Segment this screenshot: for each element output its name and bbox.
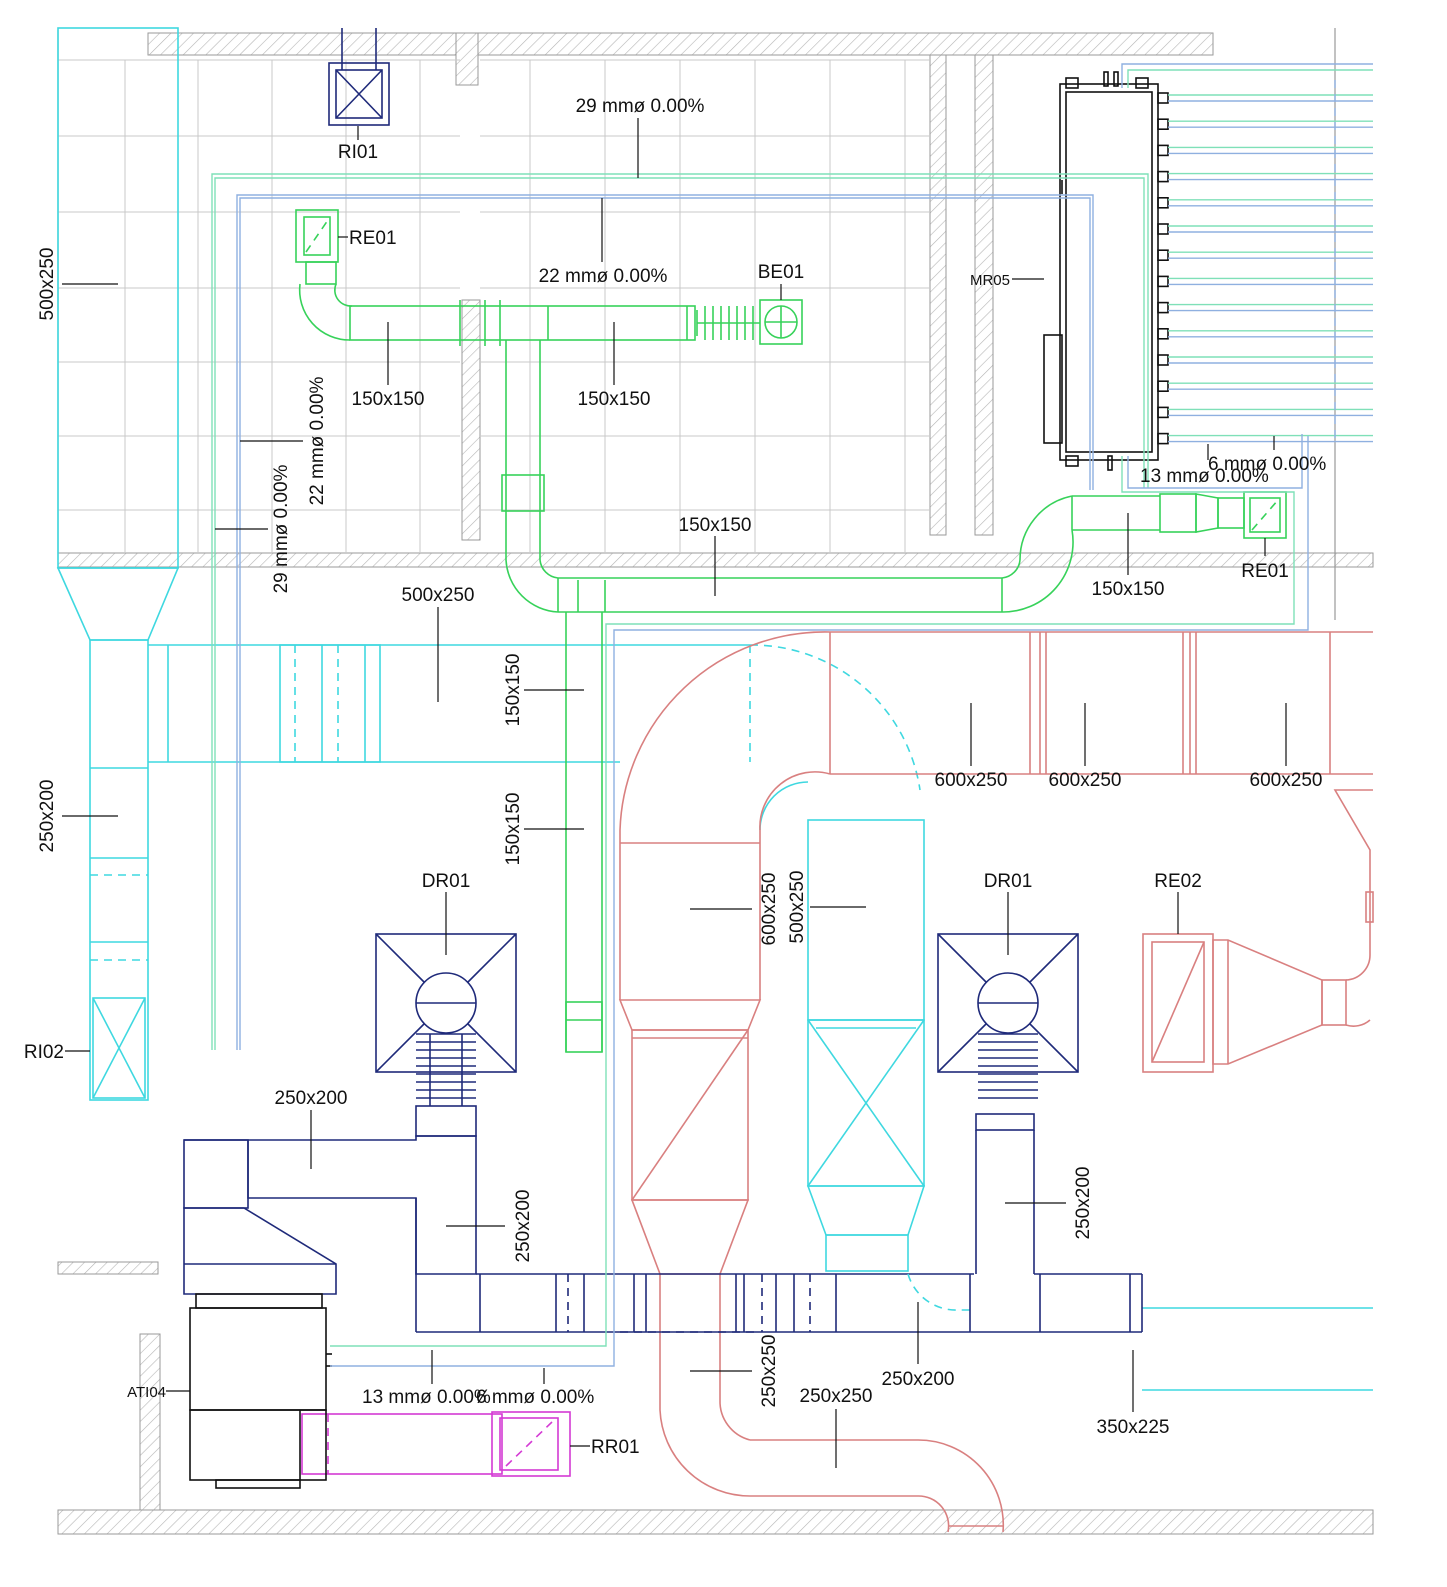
tag-rr01: RR01 <box>591 1437 640 1458</box>
leader-lines <box>62 118 1287 1468</box>
tag-re02: RE02 <box>1154 871 1202 892</box>
manifold-outlet <box>1157 406 1169 419</box>
tag-re01-top: RE01 <box>349 228 397 249</box>
pipe-29-vert: 29 mmø 0.00% <box>271 464 292 593</box>
dim-150x150-d: 150x150 <box>1092 579 1165 600</box>
red-ductwork <box>618 631 1374 1533</box>
manifold-outlet <box>1157 301 1169 314</box>
dim-350x225: 350x225 <box>1097 1417 1170 1438</box>
manifold-outlet <box>1157 197 1169 209</box>
pipe-13-right: 13 mmø 0.00% <box>1140 466 1269 487</box>
manifold-outlet <box>1157 144 1169 157</box>
dim-500x250-v: 500x250 <box>787 871 808 944</box>
manifold-outlet <box>1157 92 1169 104</box>
dim-250x200-left: 250x200 <box>37 780 58 853</box>
green-ductwork <box>295 209 1287 1053</box>
dim-600x250-a: 600x250 <box>935 770 1008 791</box>
manifold-outlet <box>1157 354 1169 366</box>
pipe-22-top: 22 mmø 0.00% <box>539 266 668 287</box>
flex-connector-left <box>416 1033 476 1099</box>
dim-600x250-b: 600x250 <box>1049 770 1122 791</box>
tag-ri01: RI01 <box>338 142 378 163</box>
dim-150x150-b: 150x150 <box>578 389 651 410</box>
dim-250x200-v1: 250x200 <box>513 1190 534 1263</box>
dim-600x250-c: 600x250 <box>1250 770 1323 791</box>
dim-250x200-v2: 250x200 <box>1073 1167 1094 1240</box>
cyan-ductwork <box>56 27 1373 1391</box>
tag-dr01-left: DR01 <box>422 871 471 892</box>
pipe-29-top: 29 mmø 0.00% <box>576 96 705 117</box>
tag-ri02: RI02 <box>24 1042 64 1063</box>
dim-150x150-a: 150x150 <box>352 389 425 410</box>
manifold-outlets <box>1157 92 1373 445</box>
tag-dr01-right: DR01 <box>984 871 1033 892</box>
tag-ati04: ATI04 <box>127 1384 166 1401</box>
manifold-outlet <box>1157 118 1169 130</box>
manifold-outlet <box>1157 249 1169 261</box>
manifold-outlet <box>1157 275 1169 288</box>
manifold-outlet <box>1157 170 1169 183</box>
pipe-6-right: 6 mmø 0.00% <box>1208 454 1326 475</box>
pipe-6-bottom: 6 mmø 0.00% <box>476 1387 594 1408</box>
tag-mr05: MR05 <box>970 272 1010 289</box>
dim-250x250-v: 250x250 <box>759 1335 780 1408</box>
pipework <box>211 63 1373 1367</box>
mr05-manifold <box>1043 71 1159 471</box>
ati04-unit <box>189 1293 332 1489</box>
manifold-outlet <box>1157 380 1169 393</box>
manifold-outlet <box>1157 327 1169 340</box>
dim-500x250-mid: 500x250 <box>402 585 475 606</box>
equipment-tags: RI01 RE01 BE01 MR05 RE01 RI02 DR01 DR01 … <box>24 142 1289 1458</box>
dim-250x200-bottom: 250x200 <box>882 1369 955 1390</box>
dim-500x250-left: 500x250 <box>37 248 58 321</box>
pipe-22-vert: 22 mmø 0.00% <box>307 376 328 505</box>
manifold-outlet <box>1157 223 1169 235</box>
tag-re01-right: RE01 <box>1241 561 1289 582</box>
dim-150x150-c: 150x150 <box>679 515 752 536</box>
dim-250x250-h: 250x250 <box>800 1386 873 1407</box>
rr01-unit <box>301 1411 571 1477</box>
dim-150x150-v1: 150x150 <box>503 654 524 727</box>
pipe-13-bottom: 13 mmø 0.00% <box>362 1387 491 1408</box>
duct-dimensions: 500x250 250x200 150x150 150x150 150x150 … <box>37 248 1322 1438</box>
tag-be01: BE01 <box>758 262 804 283</box>
navy-ductwork <box>183 28 1143 1333</box>
dim-600x250-v: 600x250 <box>759 873 780 946</box>
dim-150x150-v2: 150x150 <box>503 793 524 866</box>
flex-connector-right <box>978 1033 1038 1099</box>
manifold-outlet <box>1157 432 1169 445</box>
pipe-labels: 29 mmø 0.00% 22 mmø 0.00% 22 mmø 0.00% 2… <box>271 96 1326 1408</box>
dim-250x200-top: 250x200 <box>275 1088 348 1109</box>
